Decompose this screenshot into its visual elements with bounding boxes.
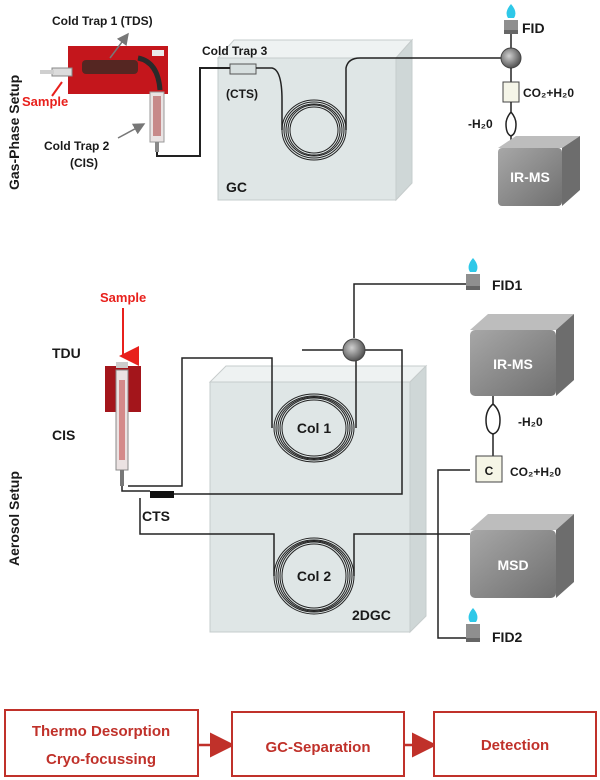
aerosol-irms-box (470, 314, 574, 396)
gas-column-outlet (345, 57, 503, 130)
gas-sample-pointer (51, 81, 63, 97)
tdu-cis-device (105, 362, 141, 486)
fid1-label: FID1 (492, 277, 523, 293)
cold-trap-1-label: Cold Trap 1 (TDS) (52, 14, 153, 28)
aerosol-water-trap (485, 396, 501, 435)
gas-phase-side-label: Gas-Phase Setup (6, 75, 22, 190)
flow-steps: Thermo Desorption Cryo-focussing GC-Sepa… (4, 709, 597, 777)
gas-minus-h2o-label: -H₂0 (468, 117, 493, 131)
gas-sample-label: Sample (22, 94, 68, 109)
tdu-label: TDU (52, 345, 81, 361)
cold-trap-2-label-line2: (CIS) (70, 156, 98, 170)
aerosol-splitter-valve (342, 338, 366, 362)
aerosol-co2-h2o-label: CO₂+H₂0 (510, 465, 561, 479)
gas-water-trap (505, 102, 517, 137)
col2-label: Col 2 (297, 568, 331, 584)
msd-box (470, 514, 574, 598)
aerosol-tubing (121, 283, 470, 639)
aerosol-c-box-label: C (485, 464, 494, 478)
step1-line2: Cryo-focussing (46, 751, 156, 768)
gas-irms-label: IR-MS (510, 169, 550, 185)
step1-line1: Thermo Desorption (32, 723, 170, 740)
gas-cts-label: (CTS) (226, 87, 258, 101)
cold-trap-1-device (40, 46, 168, 94)
twodgc-oven (208, 364, 428, 634)
step-gc-separation-box (231, 711, 405, 777)
gas-co2-h2o-label: CO₂+H₂0 (523, 86, 574, 100)
cold-trap-1-pointer (109, 32, 129, 59)
step-thermo-desorption-box (4, 709, 199, 777)
cold-trap-2-device (149, 91, 165, 152)
twodgc-label: 2DGC (352, 607, 391, 623)
gc-oven (216, 38, 414, 202)
cold-trap-3-label: Cold Trap 3 (202, 44, 268, 58)
gas-fid-detector (504, 4, 518, 34)
fid1-detector (466, 258, 480, 290)
gas-splitter-valve (500, 47, 522, 69)
gas-transfer-line (156, 67, 230, 157)
step-detection-box (433, 711, 597, 777)
aerosol-cts-device (150, 491, 174, 498)
aerosol-sample-label: Sample (100, 290, 146, 305)
aerosol-side-label: Aerosol Setup (6, 471, 22, 566)
col1-label: Col 1 (297, 420, 331, 436)
cold-trap-2-pointer (117, 123, 146, 139)
step2-label: GC-Separation (265, 739, 370, 756)
gas-irms-box (498, 136, 580, 206)
aerosol-minus-h2o-label: -H₂0 (518, 415, 543, 429)
step3-label: Detection (481, 737, 549, 754)
msd-label: MSD (497, 557, 528, 573)
gas-column-inlet (256, 67, 283, 130)
aerosol-irms-label: IR-MS (493, 356, 533, 372)
col1-coil (273, 393, 355, 463)
fid2-detector (466, 608, 480, 642)
cis-label: CIS (52, 427, 75, 443)
fid2-label: FID2 (492, 629, 523, 645)
gc-label: GC (226, 179, 247, 195)
cold-trap-3-device (229, 63, 257, 75)
cold-trap-2-label-line1: Cold Trap 2 (44, 139, 110, 153)
aerosol-cts-label: CTS (142, 508, 170, 524)
aerosol-combustion-reactor (475, 455, 503, 483)
gas-combustion-reactor (502, 81, 520, 103)
gas-fid-label: FID (522, 20, 545, 36)
